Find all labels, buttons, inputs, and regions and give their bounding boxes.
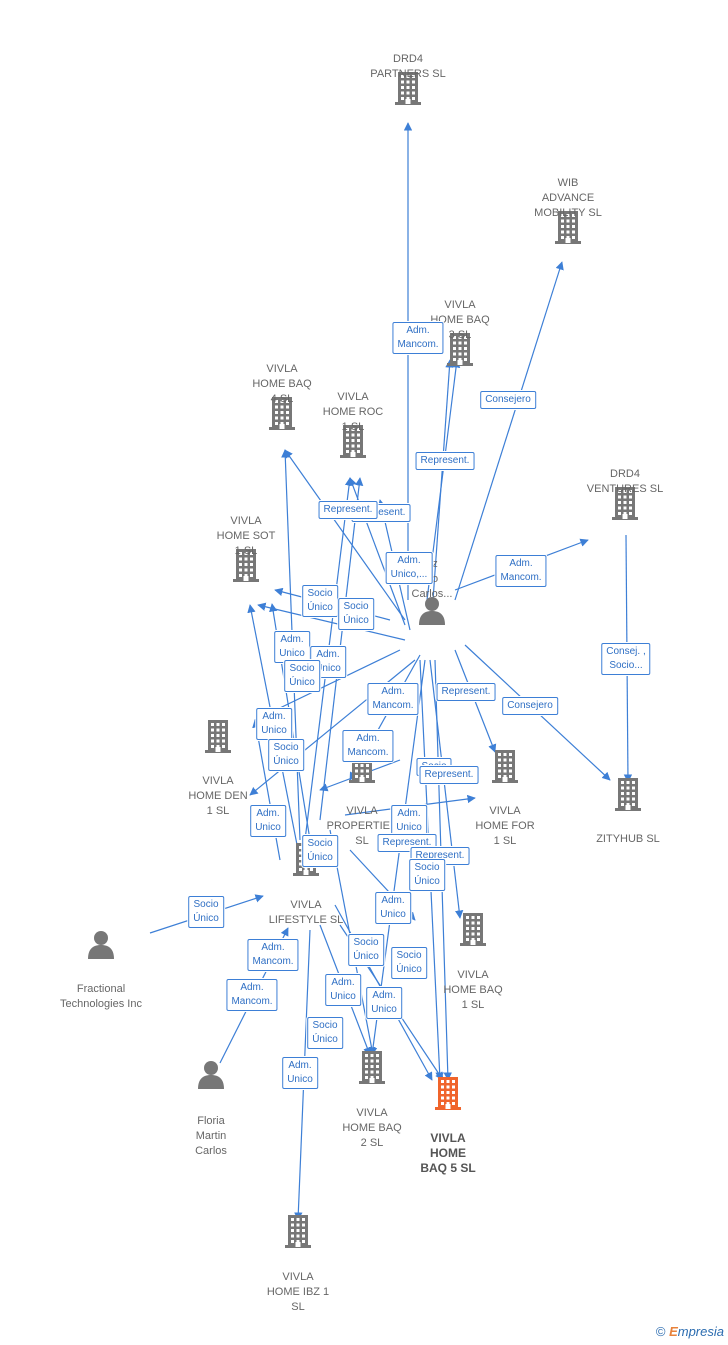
relation-edge	[454, 261, 564, 601]
node-label-text: ZITYHUB SL	[596, 833, 660, 845]
building-icon[interactable]	[203, 718, 233, 759]
building-icon[interactable]	[445, 331, 475, 372]
relation-edge	[284, 449, 406, 621]
relation-label[interactable]: Adm.Mancom.	[495, 555, 547, 587]
person-icon[interactable]	[196, 1059, 226, 1094]
building-icon[interactable]	[613, 776, 643, 817]
person-icon[interactable]	[417, 595, 447, 630]
relation-edge	[249, 659, 416, 796]
copyright-symbol: ©	[655, 1324, 666, 1339]
relation-label[interactable]: Adm.Mancom.	[367, 683, 419, 715]
relation-label[interactable]: Represent.	[436, 683, 496, 701]
relation-label[interactable]: Adm.Unico	[375, 892, 411, 924]
relation-label[interactable]: Adm.Unico	[325, 974, 361, 1006]
company-node-label[interactable]: ZITYHUB SL	[573, 832, 683, 847]
relation-label[interactable]: Adm.Unico	[256, 708, 292, 740]
relation-edge	[429, 659, 464, 919]
relation-label[interactable]: Adm.Unico	[366, 987, 402, 1019]
building-icon[interactable]	[433, 1075, 463, 1116]
relation-label[interactable]: Consej. ,Socio...	[601, 643, 651, 675]
relation-edge	[454, 649, 497, 753]
relation-label[interactable]: Consejero	[480, 391, 536, 409]
building-icon[interactable]	[610, 485, 640, 526]
brand-logo-e: E	[669, 1324, 678, 1339]
building-icon[interactable]	[393, 70, 423, 111]
relation-label[interactable]: Adm.Mancom.	[247, 939, 299, 971]
building-icon[interactable]	[553, 209, 583, 250]
relation-label[interactable]: Adm.Mancom.	[226, 979, 278, 1011]
relation-label[interactable]: Represent.	[318, 501, 378, 519]
brand-name: mpresia	[677, 1324, 724, 1339]
relation-edge	[432, 359, 454, 601]
relation-label[interactable]: Adm.Unico	[250, 805, 286, 837]
relation-label[interactable]: Adm.Unico,...	[385, 552, 433, 584]
building-icon[interactable]	[357, 1049, 387, 1090]
building-icon[interactable]	[283, 1213, 313, 1254]
building-icon[interactable]	[231, 547, 261, 588]
building-icon[interactable]	[267, 395, 297, 436]
building-icon[interactable]	[490, 748, 520, 789]
relation-label[interactable]: Adm.Unico	[391, 805, 427, 837]
brand-watermark: © Empresia	[656, 1324, 724, 1339]
building-icon[interactable]	[338, 423, 368, 464]
relation-label[interactable]: Represent.	[415, 452, 475, 470]
relation-label[interactable]: Adm.Unico	[274, 631, 310, 663]
relation-label[interactable]: Consejero	[502, 697, 558, 715]
relation-label[interactable]: Adm.Mancom.	[392, 322, 444, 354]
building-icon[interactable]	[458, 911, 488, 952]
relation-label[interactable]: Represent.	[419, 766, 479, 784]
relation-label[interactable]: Adm.Unico	[282, 1057, 318, 1089]
relation-label[interactable]: Adm.Mancom.	[342, 730, 394, 762]
person-icon[interactable]	[86, 929, 116, 964]
